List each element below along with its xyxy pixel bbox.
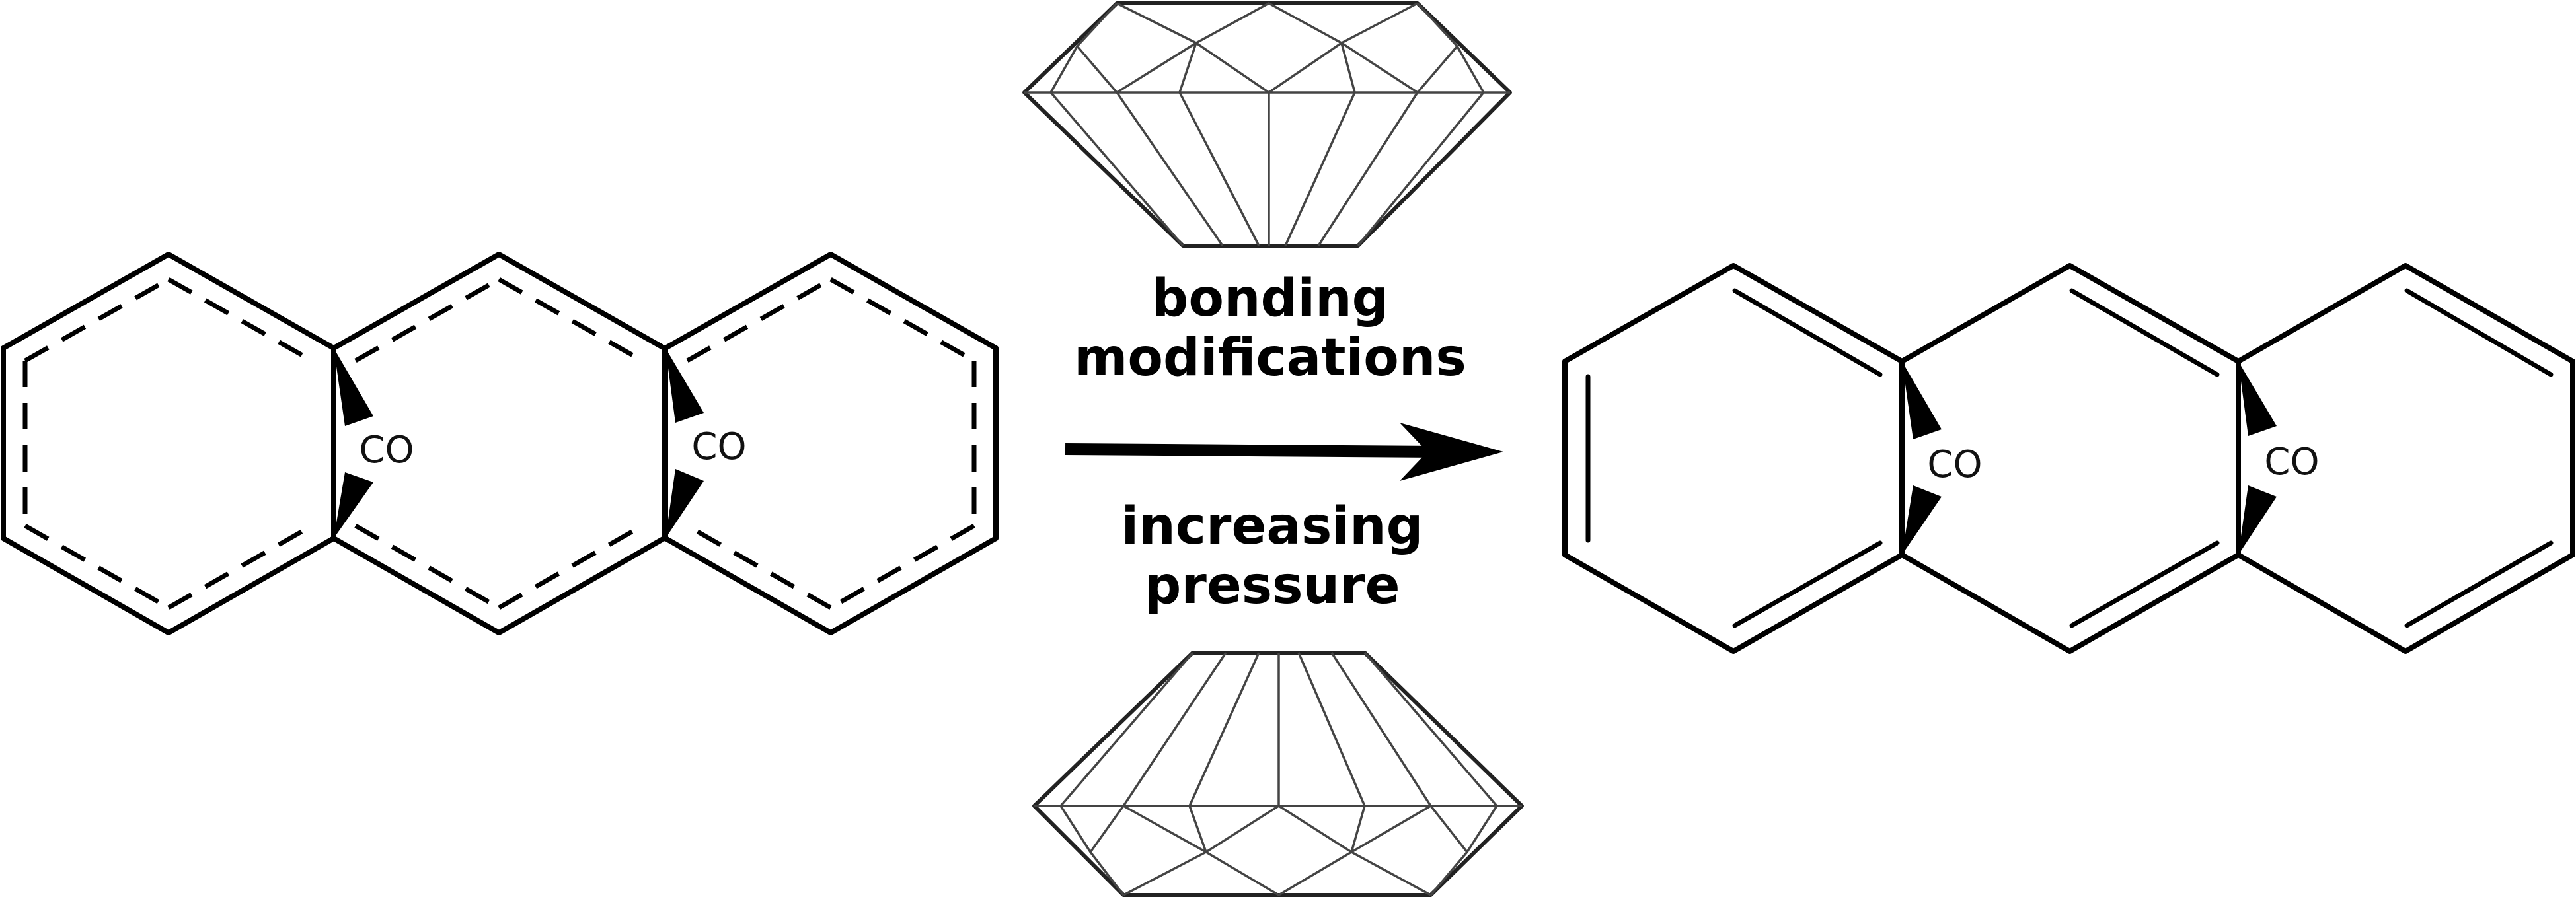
product-molecule: CO CO: [1562, 263, 2575, 654]
caption-bonding: bonding: [1152, 269, 1389, 328]
diamond-anvil-bottom-icon: [1032, 651, 1524, 897]
reactant-co-label-2: CO: [691, 425, 746, 468]
caption-modifications: modifications: [1074, 328, 1466, 388]
product-co-bridge-2: CO: [2238, 361, 2320, 555]
product-co-label-1: CO: [1927, 443, 1982, 486]
reactant-co-bridge-1: CO: [334, 348, 414, 538]
reactant-co-label-1: CO: [359, 429, 414, 472]
caption-increasing: increasing: [1121, 497, 1423, 556]
diamond-anvil-top-icon: [1022, 1, 1512, 248]
caption-pressure: pressure: [1145, 556, 1400, 616]
reactant-molecule: CO CO: [1, 252, 999, 635]
product-ring-left: [1562, 263, 1905, 654]
product-co-bridge-1: CO: [1902, 361, 1983, 555]
product-co-label-2: CO: [2264, 441, 2319, 484]
reactant-ring-left: [1, 252, 336, 635]
reactant-co-bridge-2: CO: [665, 348, 747, 538]
reaction-arrow: [1065, 423, 1503, 481]
